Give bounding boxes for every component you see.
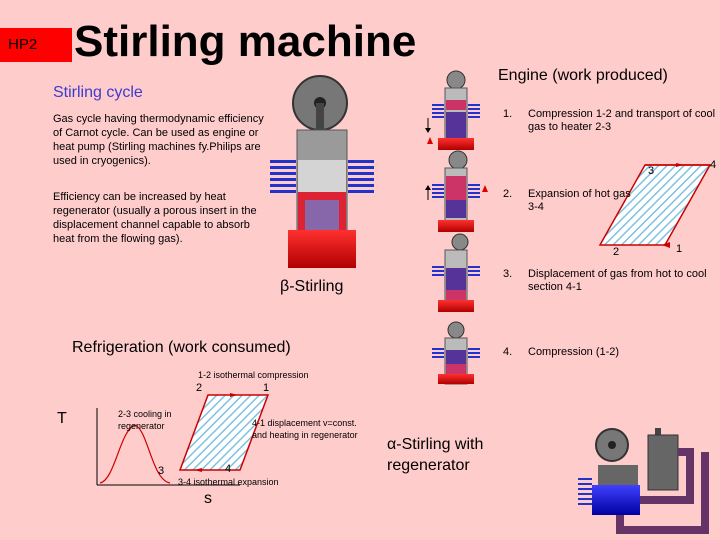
beta-stirling-label: β-Stirling — [280, 278, 344, 295]
label-cooling-regenerator: 2-3 cooling in regenerator — [118, 409, 172, 431]
engine-step-number: 2. — [503, 188, 513, 200]
engine-step-2-drawing — [425, 150, 488, 232]
engine-step-text: Compression 1-2 and transport of cool ga… — [528, 108, 716, 133]
engine-point-3: 3 — [648, 165, 655, 177]
engine-step-number: 3. — [503, 268, 513, 280]
engine-step-number: 1. — [503, 108, 513, 120]
alpha-stirling-drawing — [578, 428, 709, 534]
engine-step-4-drawing — [432, 321, 480, 385]
page-title: Stirling machine — [74, 17, 417, 66]
alpha-stirling-label: α-Stirling with regenerator — [387, 436, 484, 474]
intro-paragraph: Gas cycle having thermodynamic efficienc… — [53, 113, 264, 167]
engine-cycle-diagram — [598, 163, 712, 248]
section-subtitle: Stirling cycle — [53, 84, 143, 101]
refrigeration-heading: Refrigeration (work consumed) — [72, 339, 291, 356]
slide-badge: HP2 — [0, 28, 72, 62]
label-isothermal-compression: 1-2 isothermal compression — [198, 370, 309, 380]
engine-point-2: 2 — [613, 246, 620, 258]
label-isothermal-expansion: 3-4 isothermal expansion — [178, 477, 279, 487]
engine-point-4: 4 — [710, 159, 717, 171]
refrig-point-2: 2 — [196, 382, 203, 394]
refrigeration-ts-diagram — [96, 393, 270, 486]
refrig-point-1: 1 — [263, 382, 270, 394]
engine-step-text: Compression (1-2) — [528, 346, 620, 358]
axis-t-label: T — [57, 410, 67, 427]
regenerator-paragraph: Efficiency can be increased by heat rege… — [53, 191, 257, 245]
label-displacement-heating: 4-1 displacement v=const. and heating in… — [252, 418, 358, 440]
engine-step-text: Expansion of hot gas 3-4 — [528, 188, 631, 213]
engine-heading: Engine (work produced) — [498, 67, 668, 84]
refrig-point-4: 4 — [225, 463, 232, 475]
refrig-point-3: 3 — [158, 465, 165, 477]
engine-step-1-drawing — [425, 70, 480, 150]
engine-step-number: 4. — [503, 346, 513, 358]
engine-step-text: Displacement of gas from hot to cool sec… — [528, 268, 707, 293]
engine-step-3-drawing — [432, 233, 480, 312]
beta-stirling-drawing — [270, 75, 374, 268]
axis-s-label: s — [204, 490, 212, 507]
engine-point-1: 1 — [676, 243, 683, 255]
